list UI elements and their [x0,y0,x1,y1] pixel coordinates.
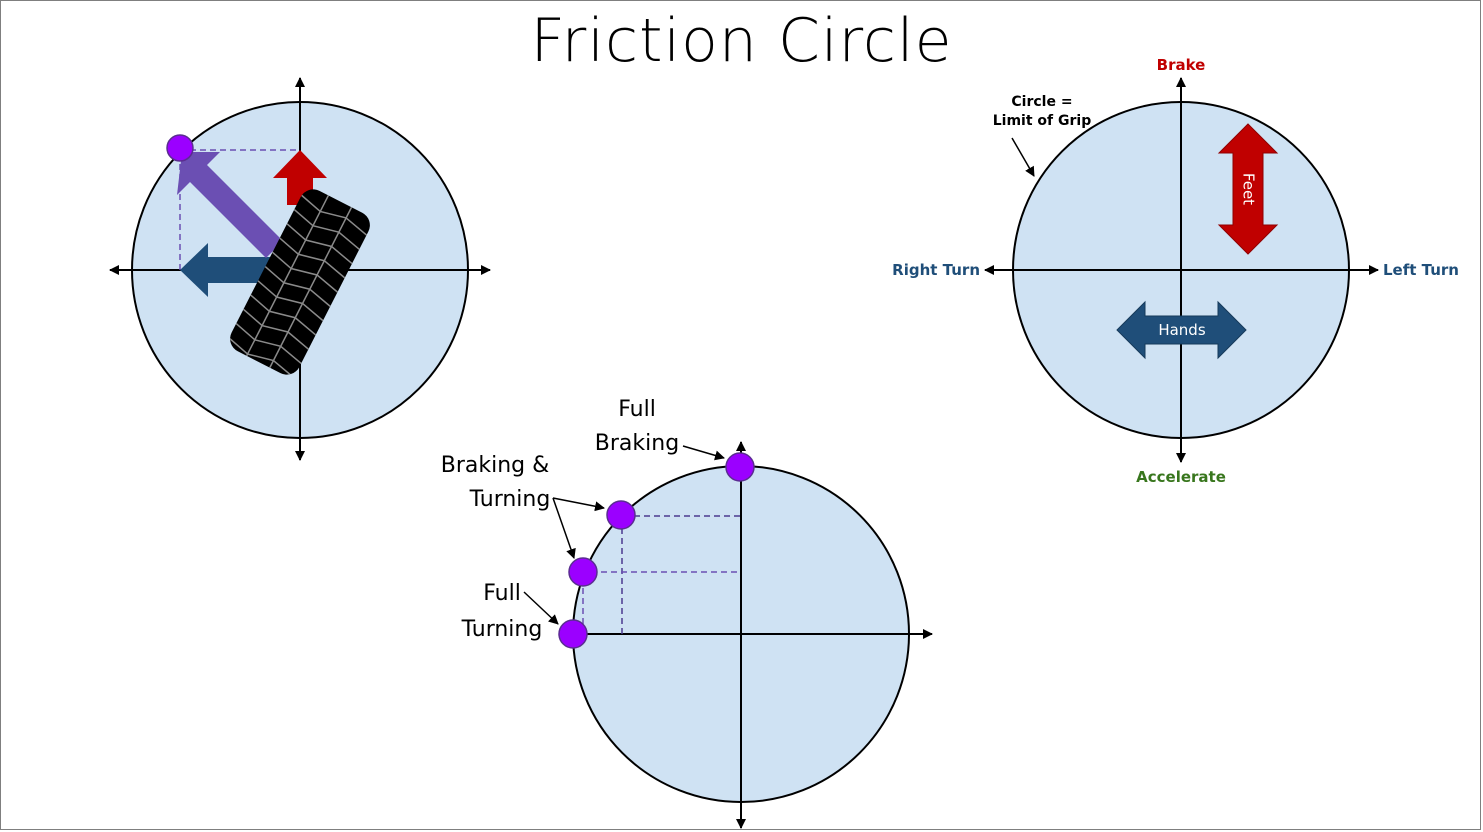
point-marker-icon [166,134,194,162]
braking-force-arrow [273,150,327,205]
accelerate-label: Accelerate [1136,468,1226,486]
feet-label: Feet [1240,173,1258,205]
full-braking-label-line2: Braking [595,431,679,456]
full-turning-pointer [523,591,559,625]
page-title: Friction Circle [530,6,953,76]
hands-label: Hands [1158,321,1205,339]
circle-note-line2: Limit of Grip [993,113,1091,129]
combined-force-arrow [177,152,283,258]
full-braking-point [725,452,755,482]
full-braking-pointer [682,445,725,461]
turning-force-arrow [180,243,270,297]
full-turning-point [558,619,588,649]
tire-icon [228,189,370,379]
braking-turning-label-line2: Turning [469,487,551,512]
braking-turning-label-line1: Braking & [441,453,550,478]
tire-force-diagram [109,77,491,461]
full-turning-label-line1: Full [483,581,521,606]
full-braking-label-line1: Full [618,397,656,422]
full-turning-label-line2: Turning [461,617,543,642]
circle-note-line1: Circle = [1011,94,1072,110]
grip-limit-diagram: Brake Accelerate Right Turn Left Turn Ci… [892,56,1459,486]
feet-double-arrow-icon: Feet [1217,123,1279,255]
hands-double-arrow-icon: Hands [1116,300,1247,360]
braking-turning-pointer-1 [552,497,605,512]
brake-label: Brake [1157,56,1206,74]
braking-turning-point-2 [568,557,598,587]
left-turn-label: Left Turn [1383,261,1459,279]
circle-note-pointer [1011,137,1035,177]
combined-grip-diagram: Full Braking Braking & Turning Full Turn… [441,397,933,829]
right-turn-label: Right Turn [892,261,980,279]
braking-turning-point-1 [606,500,636,530]
braking-turning-pointer-2 [552,497,576,559]
